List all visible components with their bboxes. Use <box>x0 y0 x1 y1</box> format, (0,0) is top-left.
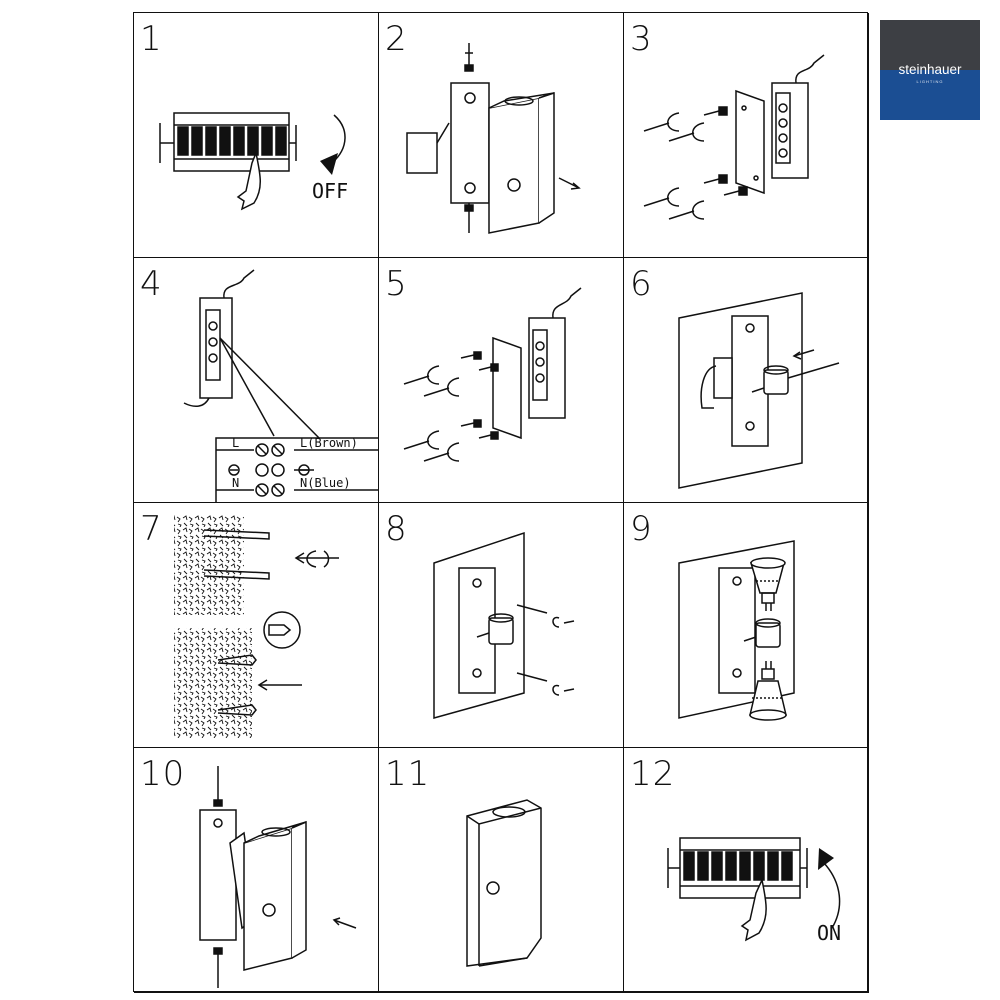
step-4-number: 4 <box>140 264 163 304</box>
step-6-connect-lampholder-illustration <box>678 292 840 489</box>
step-10-panel: 10 <box>134 748 379 993</box>
logo-top-band <box>880 20 980 70</box>
step-2-number: 2 <box>385 19 408 59</box>
step-11-number: 11 <box>385 754 431 794</box>
step-3-number: 3 <box>630 19 653 59</box>
wiring-neutral-blue-label: N(Blue) <box>300 476 351 490</box>
step-7-drill-wall-illustration <box>174 515 339 738</box>
steinhauer-logo: steinhauer LIGHTING <box>880 20 980 120</box>
step-10-attach-cover-illustration <box>199 766 357 988</box>
step-11-assembled-lamp-illustration <box>466 799 542 967</box>
step-12-on-label: ON <box>817 921 841 945</box>
wall-lower <box>174 628 252 738</box>
step-9-insert-bulbs-illustration <box>678 540 795 721</box>
wiring-neutral-left-label: N <box>232 476 239 490</box>
step-9-panel: 9 <box>624 503 869 748</box>
step-6-number: 6 <box>630 264 653 304</box>
step-8-number: 8 <box>385 509 408 549</box>
step-2-remove-cover-illustration <box>406 43 581 234</box>
step-3-panel: 3 <box>624 13 869 258</box>
wiring-live-brown-label: L(Brown) <box>300 436 358 450</box>
step-5-mount-plate-illustration <box>403 287 582 462</box>
wiring-live-left-label: L <box>232 436 239 450</box>
step-5-panel: 5 <box>379 258 624 503</box>
step-9-number: 9 <box>630 509 653 549</box>
step-11-panel: 11 <box>379 748 624 993</box>
step-8-fix-to-wall-illustration <box>433 531 575 719</box>
step-3-unscrew-plate-illustration <box>643 54 825 220</box>
step-8-panel: 8 <box>379 503 624 748</box>
logo-tagline: LIGHTING <box>916 79 944 84</box>
step-7-panel: 7 <box>134 503 379 748</box>
step-10-number: 10 <box>140 754 186 794</box>
step-1-off-label: OFF <box>312 179 348 203</box>
logo-bottom-band <box>880 70 980 120</box>
step-4-panel: 4 <box>134 258 379 503</box>
step-1-breaker-off-illustration: OFF <box>159 112 348 211</box>
step-4-wiring-illustration: L L(Brown) N N(Blue) <box>183 269 378 502</box>
step-12-panel: 12 ON <box>624 748 869 993</box>
logo-brand-name: steinhauer <box>898 62 962 77</box>
step-12-breaker-on-illustration: ON <box>667 837 841 945</box>
step-2-panel: 2 <box>379 13 624 258</box>
instruction-grid: 1 <box>133 12 869 993</box>
step-6-panel: 6 <box>624 258 869 503</box>
step-5-number: 5 <box>385 264 408 304</box>
step-1-panel: 1 <box>134 13 379 258</box>
step-1-number: 1 <box>140 19 163 59</box>
step-12-number: 12 <box>630 754 676 794</box>
step-7-number: 7 <box>140 509 163 549</box>
